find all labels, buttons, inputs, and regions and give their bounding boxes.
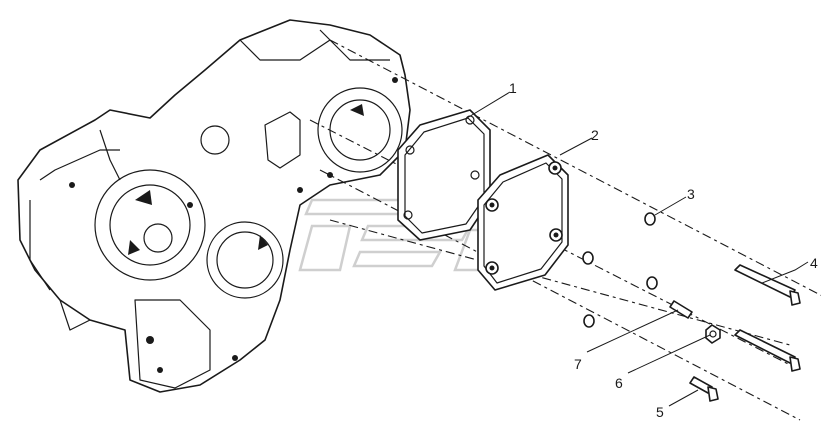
gear-housing bbox=[17, 19, 411, 393]
callout-5: 5 bbox=[656, 404, 664, 420]
long-bolt-part-4 bbox=[734, 264, 801, 372]
stud-part-7 bbox=[669, 300, 693, 319]
leader-lines bbox=[466, 91, 809, 407]
callout-2: 2 bbox=[591, 127, 599, 143]
gasket-part-1 bbox=[397, 109, 491, 241]
washer-part-3 bbox=[582, 212, 658, 328]
callout-3: 3 bbox=[687, 186, 695, 202]
callout-6: 6 bbox=[615, 375, 623, 391]
callout-1: 1 bbox=[509, 80, 517, 96]
short-bolt-part-5 bbox=[689, 376, 719, 402]
callout-7: 7 bbox=[574, 356, 582, 372]
callout-4: 4 bbox=[810, 255, 818, 271]
cover-plate-part-2 bbox=[477, 154, 569, 291]
nut-part-6 bbox=[705, 324, 721, 344]
